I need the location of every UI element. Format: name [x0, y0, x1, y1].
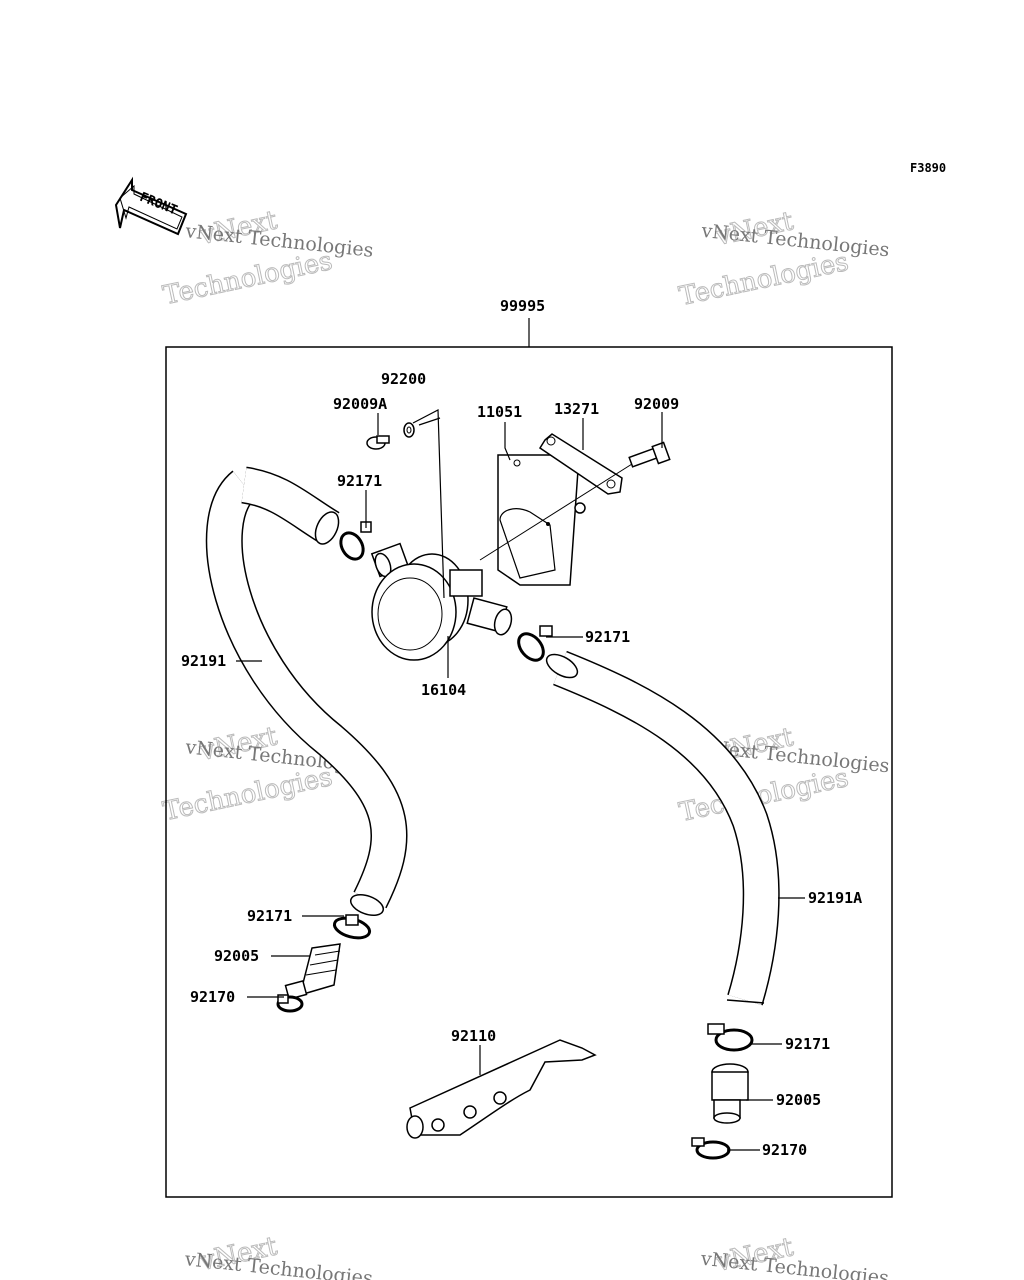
figure-code: F3890	[910, 161, 946, 175]
label-16104: 16104	[421, 681, 466, 699]
fitting-92005-b	[711, 1063, 749, 1124]
hose-92191	[205, 466, 408, 917]
bracket-92110	[406, 1039, 597, 1139]
front-arrow-icon: FRONT	[114, 176, 188, 236]
label-13271: 13271	[554, 400, 599, 418]
label-92009A: 92009A	[333, 395, 387, 413]
clamp-92170-b	[691, 1137, 731, 1160]
bolt-92009A	[366, 435, 390, 450]
label-92005-a: 92005	[214, 947, 259, 965]
watermark-bottom-left: vNext vNext Technologies	[183, 1231, 374, 1280]
svg-text:vNext Technologies: vNext Technologies	[183, 220, 374, 262]
watermark-top-right: vNext Technologies vNext Technologies	[676, 206, 890, 313]
assembly-frame	[165, 346, 893, 1198]
clamp-92171-b	[517, 625, 553, 662]
watermark-top-left: vNext Technologies vNext Technologies	[160, 205, 374, 312]
fitting-92005-a	[284, 943, 341, 1001]
label-92200: 92200	[381, 370, 426, 388]
label-99995: 99995	[500, 297, 545, 315]
svg-text:Technologies: Technologies	[677, 247, 852, 312]
label-92171-b: 92171	[585, 628, 630, 646]
clamp-92170-a	[276, 994, 304, 1013]
label-92171-c: 92171	[247, 907, 292, 925]
bracket-11051	[497, 454, 586, 586]
svg-text:Technologies: Technologies	[161, 246, 336, 311]
label-92005-b: 92005	[776, 1091, 821, 1109]
label-92171-a: 92171	[337, 472, 382, 490]
clamp-92171-c	[332, 914, 372, 940]
svg-text:vNext Technologies: vNext Technologies	[699, 220, 890, 262]
hose-92191A	[545, 650, 780, 1006]
leader-lines	[236, 409, 805, 1151]
label-92170-a: 92170	[190, 988, 235, 1006]
label-92009: 92009	[634, 395, 679, 413]
label-92191: 92191	[181, 652, 226, 670]
watermark-bottom-right: vNext vNext Technologies	[699, 1232, 890, 1280]
label-92191A: 92191A	[808, 889, 862, 907]
bolt-92009	[479, 441, 671, 561]
label-92170-b: 92170	[762, 1141, 807, 1159]
washer-92200	[403, 422, 415, 438]
plate-13271	[538, 433, 623, 495]
valve-16104	[370, 542, 513, 661]
label-11051: 11051	[477, 403, 522, 421]
clamp-92171-a	[339, 521, 372, 561]
clamp-92171-d	[707, 1023, 754, 1052]
label-92171-d: 92171	[785, 1035, 830, 1053]
label-92110: 92110	[451, 1027, 496, 1045]
svg-text:Technologies: Technologies	[161, 762, 336, 827]
